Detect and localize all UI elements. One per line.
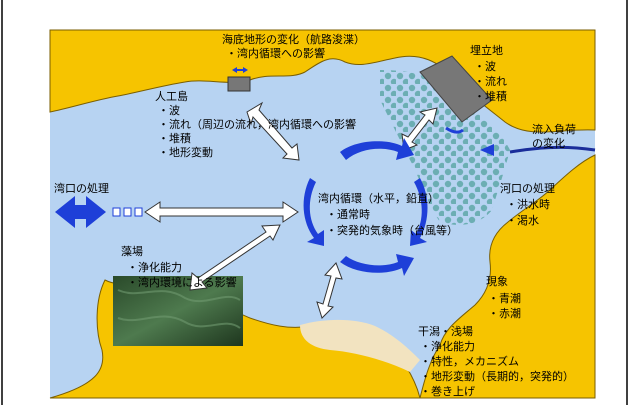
- mouth-square: [123, 207, 132, 217]
- island-item: ・波: [158, 104, 180, 117]
- mouth-circulation-arrow: [144, 201, 299, 223]
- seabed-sub: ・湾内循環への影響: [226, 46, 325, 60]
- sediment-dots: [380, 70, 510, 225]
- bay-circulation-arrows: [303, 138, 428, 276]
- tidal-item: ・地形変動（長期的，突発的）: [420, 369, 574, 383]
- circulation-arrow-left: [303, 178, 324, 246]
- seaweed-item: ・浄化能力: [127, 260, 182, 274]
- mouth-square: [134, 207, 143, 217]
- tidal-item: ・特性，メカニズム: [420, 354, 519, 368]
- mouth-title: 湾口の処理: [54, 181, 109, 195]
- reclaim-title: 埋立地: [470, 43, 503, 57]
- rivermouth-item: ・渇水: [506, 214, 539, 227]
- island-item: ・堆積: [158, 131, 191, 145]
- rivermouth-title: 河口の処理: [500, 182, 555, 195]
- reclaimed-land-block: [419, 55, 493, 123]
- tidal-item: ・巻き上げ: [420, 385, 475, 398]
- circ-item: ・通常時: [326, 208, 370, 221]
- circulation-arrow-top: [340, 138, 414, 160]
- circ-title: 湾内循環（水平，鉛直）: [318, 191, 439, 205]
- island-double-arrow: [232, 67, 248, 73]
- island-title: 人工島: [155, 89, 188, 103]
- reclaim-item: ・堆積: [474, 89, 507, 103]
- phenom-item: ・青潮: [488, 291, 521, 305]
- tidal-circulation-arrow: [316, 262, 343, 319]
- seaweed-photo: [113, 276, 243, 346]
- seaweed-texture: [117, 289, 241, 329]
- north-shore: [49, 29, 596, 133]
- circulation-arrow-bottom: [340, 254, 414, 276]
- tidal-title: 干潟・浅場: [418, 325, 473, 338]
- reclaim-item: ・波: [474, 60, 496, 73]
- tidal-flat-sand: [300, 319, 420, 372]
- seaweed-circulation-arrow: [189, 224, 281, 291]
- artificial-island-block: [227, 76, 251, 92]
- inflow-arrow: [480, 144, 494, 156]
- bay-mouth-double-arrow: [55, 196, 106, 228]
- inflow-line1: 流入負荷: [532, 122, 576, 136]
- phenom-item: ・赤潮: [488, 306, 521, 320]
- east-shore: [419, 154, 596, 399]
- inflow-curve-icon: [445, 126, 464, 134]
- inflow-line2: の変化: [532, 136, 565, 150]
- mouth-square: [112, 207, 121, 217]
- circulation-arrow-right: [410, 178, 428, 246]
- island-item: ・地形変動: [158, 145, 213, 159]
- reclaim-item: ・流れ: [474, 74, 507, 88]
- reclaim-circulation-arrow: [401, 107, 438, 151]
- island-circulation-arrow: [246, 101, 300, 161]
- seaweed-title: 藻場: [121, 245, 143, 258]
- rivermouth-item: ・洪水時: [506, 197, 550, 211]
- seabed-title: 海底地形の変化（航路浚渫）: [222, 32, 365, 46]
- phenom-title: 現象: [486, 275, 508, 288]
- river-line: [509, 145, 596, 154]
- circ-item: ・突発的気象時（台風等）: [326, 223, 458, 237]
- island-item: ・流れ（周辺の流れ，湾内循環への影響: [158, 117, 356, 131]
- seaweed-item: ・湾内環境による影響: [127, 275, 237, 289]
- tidal-item: ・浄化能力: [420, 339, 475, 353]
